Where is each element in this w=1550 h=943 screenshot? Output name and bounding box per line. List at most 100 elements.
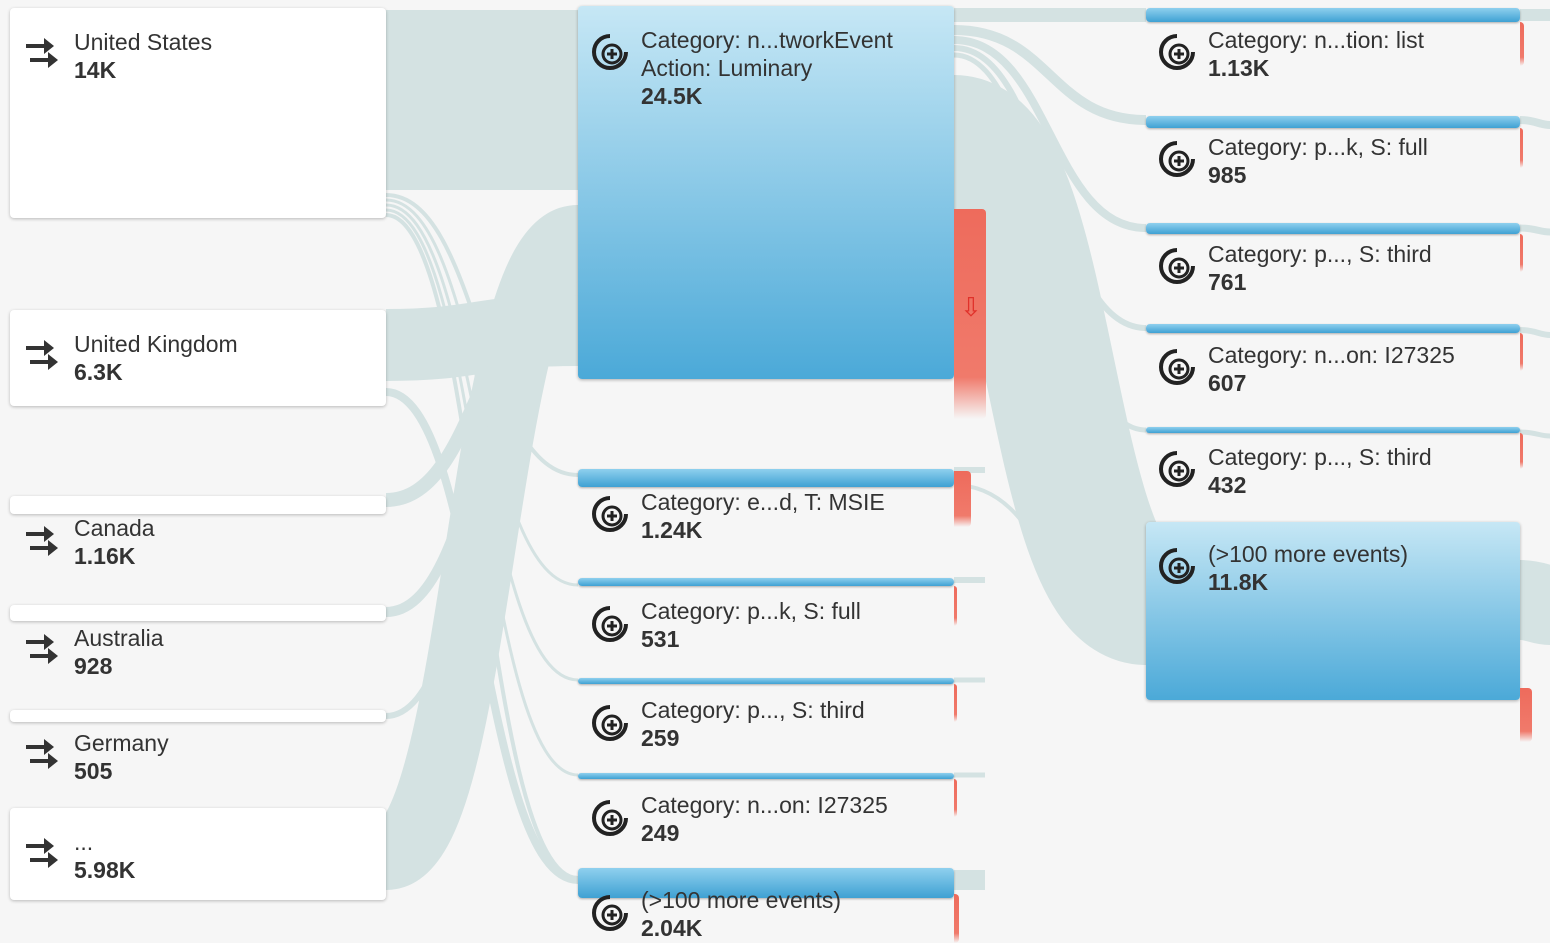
flow-path xyxy=(385,193,579,477)
event-count: 432 xyxy=(1208,472,1247,498)
event-node-icon xyxy=(592,34,628,70)
event-name: Category: e...d, T: MSIE xyxy=(641,489,885,515)
drop-off-bar[interactable] xyxy=(1520,128,1523,168)
source-name: ... xyxy=(74,829,94,855)
traffic-source-arrows-icon xyxy=(26,838,58,868)
source-count: 928 xyxy=(74,653,113,679)
event-node-icon xyxy=(592,705,628,741)
event-label: Category: p...k, S: full 985 xyxy=(1208,133,1428,189)
event-node-step1-full[interactable] xyxy=(578,578,954,586)
flow-path xyxy=(928,75,1172,665)
flow-path xyxy=(385,208,579,777)
drop-off-bar[interactable] xyxy=(954,779,957,817)
source-node-australia[interactable] xyxy=(10,605,386,621)
flow-path xyxy=(953,483,1147,642)
event-node-step2-i27325[interactable] xyxy=(1146,324,1520,333)
event-count: 2.04K xyxy=(641,915,703,941)
event-node-icon xyxy=(1159,141,1195,177)
drop-off-bar[interactable] xyxy=(1520,234,1523,272)
event-node-step2-list[interactable] xyxy=(1146,8,1520,22)
event-name: Category: n...on: I27325 xyxy=(641,792,888,818)
event-count: 531 xyxy=(641,626,680,652)
traffic-source-arrows-icon xyxy=(26,739,58,769)
event-label: Category: p..., S: third 432 xyxy=(1208,443,1432,499)
event-label: Category: n...on: I27325 249 xyxy=(641,791,888,847)
traffic-source-arrows-icon xyxy=(26,38,58,68)
event-count: 1.13K xyxy=(1208,55,1270,81)
flow-path xyxy=(1519,224,1550,236)
source-count: 1.16K xyxy=(74,543,136,569)
event-name: Category: p...k, S: full xyxy=(1208,134,1428,160)
source-node-other[interactable]: ... 5.98K xyxy=(10,808,386,900)
event-node-icon xyxy=(1159,34,1195,70)
flow-path xyxy=(385,388,579,884)
event-name: Category: n...tion: list xyxy=(1208,27,1425,53)
drop-off-bar[interactable] xyxy=(954,684,957,722)
drop-off-bar[interactable] xyxy=(1520,22,1524,66)
event-label: Category: p...k, S: full 531 xyxy=(641,597,861,653)
event-label: (>100 more events) 2.04K xyxy=(641,886,841,942)
source-node-united-states[interactable]: United States 14K xyxy=(10,8,386,218)
drop-off-bar[interactable] xyxy=(1520,333,1523,371)
flow-path xyxy=(953,36,1147,232)
source-count: 505 xyxy=(74,758,113,784)
event-node-step1-main[interactable]: Category: n...tworkEvent Action: Luminar… xyxy=(578,6,954,379)
source-count: 5.98K xyxy=(74,857,136,883)
event-action: Action: Luminary xyxy=(641,55,813,81)
event-node-step2-third-2[interactable] xyxy=(1146,427,1520,433)
event-node-step1-third[interactable] xyxy=(578,678,954,684)
flow-path xyxy=(385,213,579,880)
traffic-source-arrows-icon xyxy=(26,340,58,370)
event-node-icon xyxy=(1159,248,1195,284)
source-label-germany: Germany 505 xyxy=(74,729,169,785)
event-count: 24.5K xyxy=(641,83,703,109)
source-name: Australia xyxy=(74,625,164,651)
event-name: Category: p...k, S: full xyxy=(641,598,861,624)
flow-path xyxy=(1518,560,1550,645)
source-node-germany[interactable] xyxy=(10,710,386,722)
event-name: (>100 more events) xyxy=(641,887,842,913)
event-node-icon xyxy=(592,496,628,532)
event-node-step2-third[interactable] xyxy=(1146,223,1520,234)
event-label: Category: n...tion: list 1.13K xyxy=(1208,26,1424,82)
flow-path xyxy=(1519,327,1550,338)
event-node-icon xyxy=(1159,451,1195,487)
event-label: Category: n...on: I27325 607 xyxy=(1208,341,1455,397)
source-count: 6.3K xyxy=(74,359,123,385)
flow-path xyxy=(385,203,579,682)
event-count: 985 xyxy=(1208,162,1247,188)
event-name: Category: p..., S: third xyxy=(641,697,865,723)
event-name: (>100 more events) xyxy=(1208,541,1409,567)
event-count: 1.24K xyxy=(641,517,703,543)
source-label-canada: Canada 1.16K xyxy=(74,514,155,570)
source-node-canada[interactable] xyxy=(10,496,386,514)
event-name: Category: n...on: I27325 xyxy=(1208,342,1455,368)
drop-off-bar[interactable] xyxy=(954,471,971,527)
source-label-australia: Australia 928 xyxy=(74,624,163,680)
drop-off-bar[interactable] xyxy=(1520,433,1523,469)
flow-path xyxy=(953,25,1147,125)
event-node-step2-more[interactable]: (>100 more events) 11.8K xyxy=(1146,522,1520,700)
drop-off-bar[interactable] xyxy=(954,894,959,943)
event-name: Category: p..., S: third xyxy=(1208,444,1432,470)
flow-path xyxy=(1519,116,1550,129)
event-node-step1-more[interactable] xyxy=(578,868,954,898)
source-count: 14K xyxy=(74,57,117,83)
source-node-united-kingdom[interactable]: United Kingdom 6.3K xyxy=(10,310,386,406)
source-name: United Kingdom xyxy=(74,331,238,357)
event-label: Category: p..., S: third 761 xyxy=(1208,240,1432,296)
event-name: Category: p..., S: third xyxy=(1208,241,1432,267)
event-node-step2-full[interactable] xyxy=(1146,116,1520,128)
traffic-source-arrows-icon xyxy=(26,634,58,664)
event-count: 607 xyxy=(1208,370,1247,396)
event-label: Category: p..., S: third 259 xyxy=(641,696,865,752)
event-node-step1-msie[interactable] xyxy=(578,469,954,487)
drop-off-bar[interactable] xyxy=(954,586,957,626)
drop-off-bar[interactable] xyxy=(954,209,986,419)
source-name: United States xyxy=(74,29,213,55)
event-node-icon xyxy=(592,606,628,642)
drop-off-bar[interactable] xyxy=(1520,688,1532,742)
event-node-step1-i27325[interactable] xyxy=(578,773,954,779)
